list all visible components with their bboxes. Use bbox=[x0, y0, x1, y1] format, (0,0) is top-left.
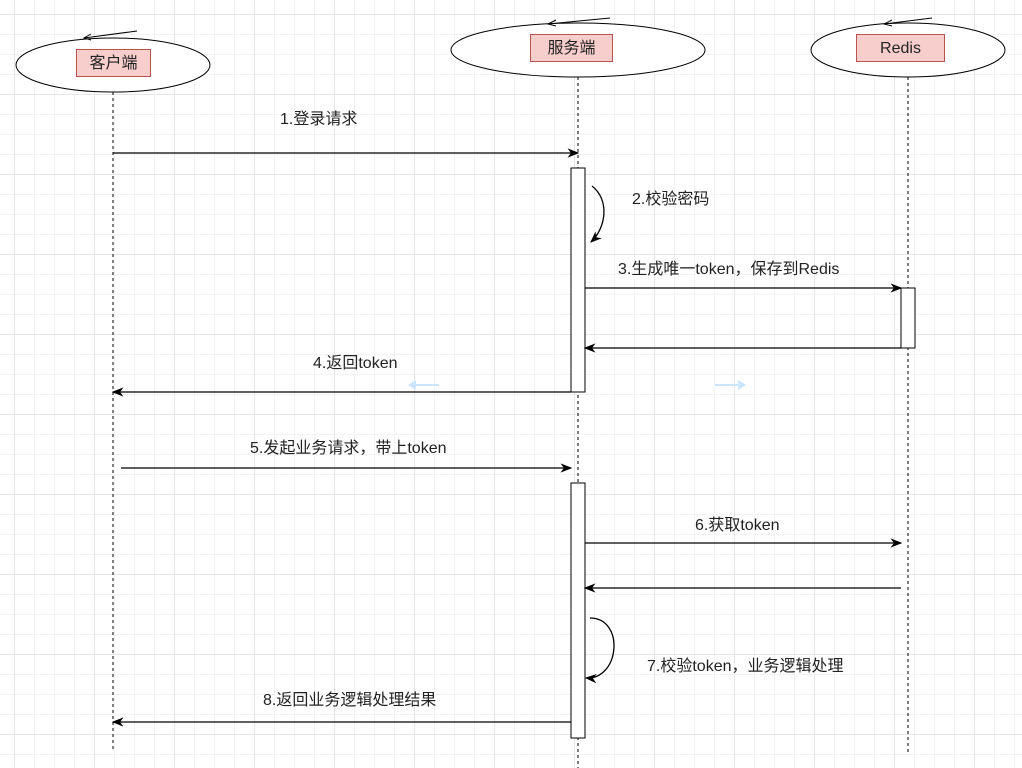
msg-7-arrow[interactable] bbox=[584, 617, 615, 684]
message-label-4: 4.返回token bbox=[313, 355, 398, 372]
redis-activation[interactable] bbox=[900, 287, 916, 349]
message-label-2: 2.校验密码 bbox=[632, 191, 710, 208]
participant-label-server: 服务端 bbox=[530, 34, 613, 62]
right-guide-arrow-icon bbox=[715, 380, 746, 390]
server-activation-2[interactable] bbox=[570, 482, 586, 739]
server-boundary-mark bbox=[546, 17, 611, 27]
message-label-6: 6.获取token bbox=[695, 517, 780, 534]
client-boundary-mark bbox=[82, 30, 138, 41]
message-label-1: 1.登录请求 bbox=[280, 111, 358, 128]
redis-boundary-mark bbox=[882, 17, 933, 27]
message-label-3: 3.生成唯一token，保存到Redis bbox=[618, 261, 840, 278]
message-label-7: 7.校验token，业务逻辑处理 bbox=[647, 658, 844, 675]
participant-label-client: 客户端 bbox=[76, 49, 151, 77]
server-activation-1[interactable] bbox=[570, 167, 586, 393]
message-label-5: 5.发起业务请求，带上token bbox=[250, 440, 447, 457]
participant-label-redis: Redis bbox=[856, 34, 945, 62]
message-label-8: 8.返回业务逻辑处理结果 bbox=[263, 692, 437, 709]
left-guide-arrow-icon bbox=[408, 380, 439, 390]
msg-2-arrow[interactable] bbox=[590, 185, 605, 243]
